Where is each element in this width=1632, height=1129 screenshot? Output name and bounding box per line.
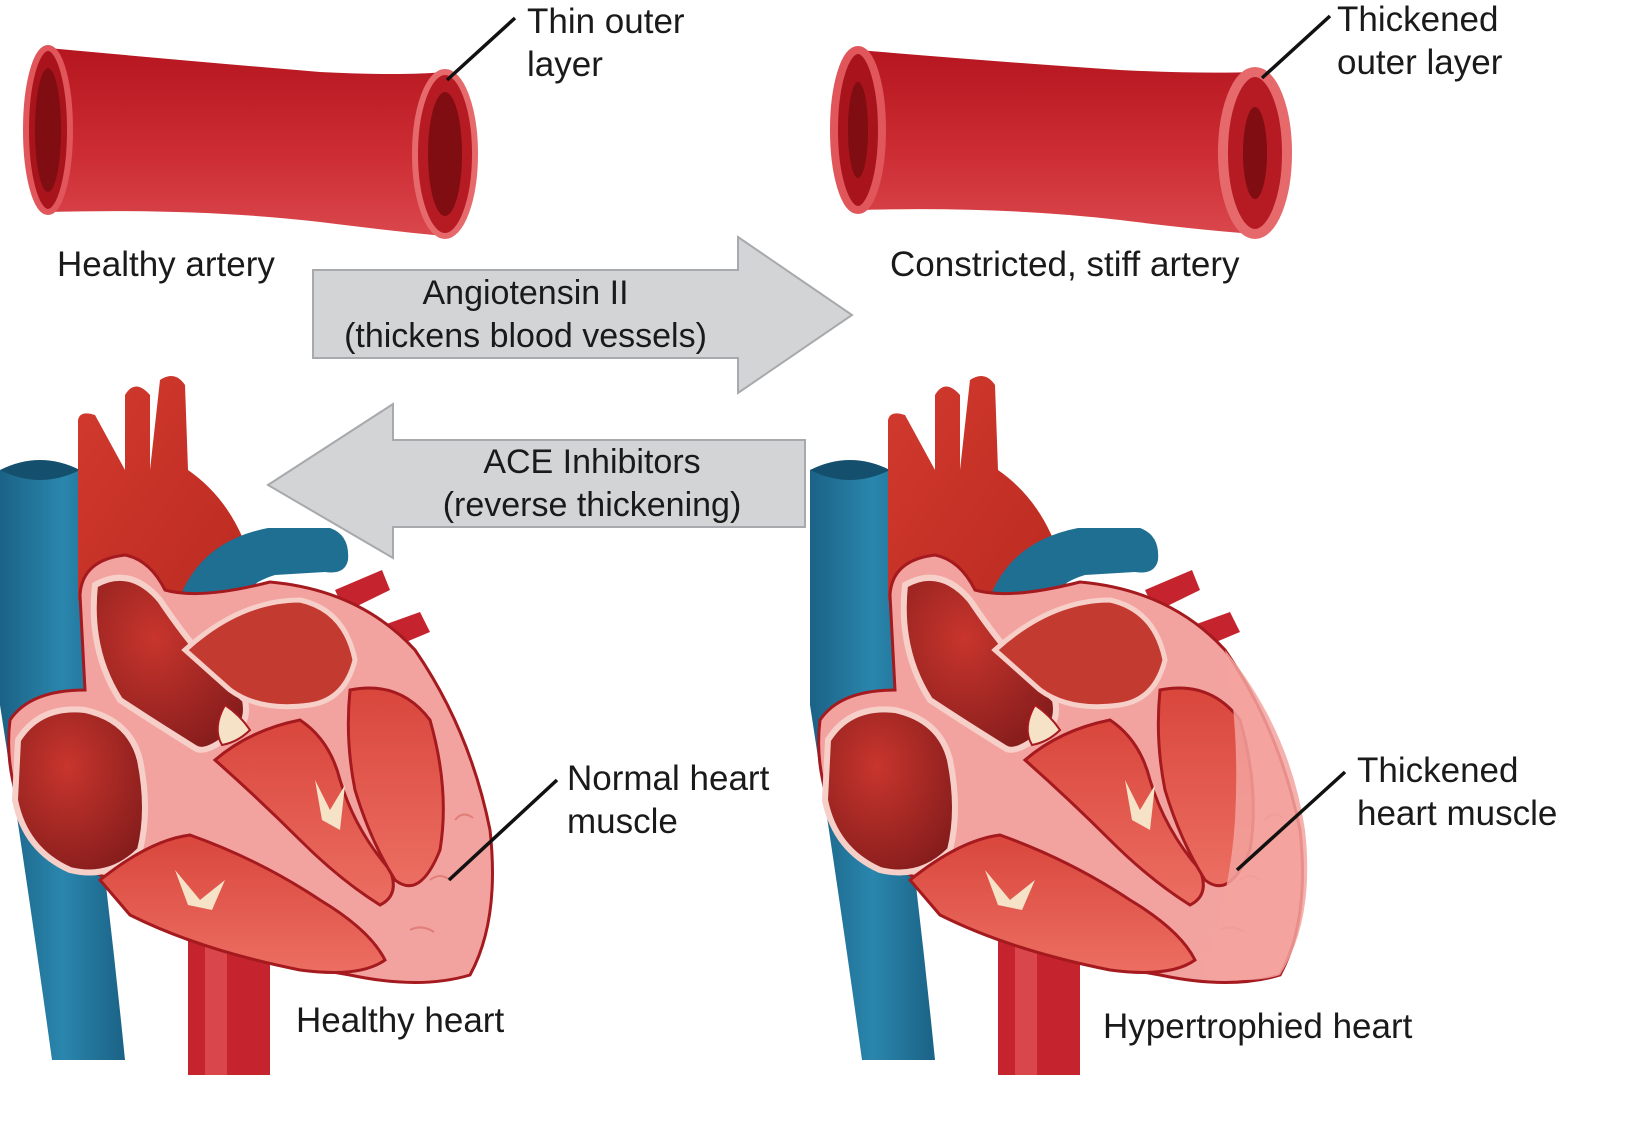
thickened-outer-layer-label: Thickened outer layer — [1337, 0, 1502, 84]
angiotensin-arrow — [312, 235, 854, 395]
healthy-heart-caption: Healthy heart — [296, 1001, 505, 1040]
ace-inhibitor-arrow — [266, 402, 806, 560]
ace-inhibitors-effect-label: (reverse thickening) — [442, 486, 742, 524]
ace-inhibitor-arrow-label: ACE Inhibitors (reverse thickening) — [393, 441, 791, 527]
thickened-heart-muscle-line1: Thickened — [1357, 751, 1519, 790]
normal-heart-muscle-line2: muscle — [567, 802, 678, 841]
thin-outer-layer-label: Thin outer layer — [527, 0, 685, 86]
constricted-artery-caption: Constricted, stiff artery — [890, 245, 1240, 284]
angiotensin-effect-label: (thickens blood vessels) — [344, 317, 707, 355]
thin-outer-layer-line2: layer — [527, 45, 603, 84]
constricted-artery-leader-line — [1260, 14, 1332, 80]
thickened-outer-layer-line2: outer layer — [1337, 43, 1503, 82]
thin-outer-layer-line1: Thin outer — [527, 2, 685, 41]
thickened-heart-muscle-label: Thickened heart muscle — [1357, 749, 1557, 835]
healthy-heart-illustration — [0, 376, 559, 1075]
thickened-heart-muscle-line2: heart muscle — [1357, 794, 1558, 833]
healthy-artery-caption: Healthy artery — [57, 245, 275, 284]
healthy-artery-illustration — [23, 16, 517, 239]
normal-heart-muscle-line1: Normal heart — [567, 759, 770, 798]
hypertrophied-heart-illustration — [810, 376, 1347, 1075]
healthy-artery-leader-line — [445, 16, 517, 82]
healthy-heart-leader-line — [447, 778, 559, 882]
normal-heart-muscle-label: Normal heart muscle — [567, 757, 769, 843]
hypertrophied-heart-caption: Hypertrophied heart — [1103, 1007, 1413, 1046]
ace-inhibitors-label: ACE Inhibitors — [483, 443, 701, 481]
angiotensin-arrow-label: Angiotensin II (thickens blood vessels) — [313, 272, 738, 358]
thickened-outer-layer-line1: Thickened — [1337, 0, 1499, 39]
hypertrophied-heart-leader-line — [1235, 770, 1347, 872]
angiotensin-label: Angiotensin II — [422, 274, 629, 312]
constricted-artery-illustration — [830, 14, 1332, 239]
